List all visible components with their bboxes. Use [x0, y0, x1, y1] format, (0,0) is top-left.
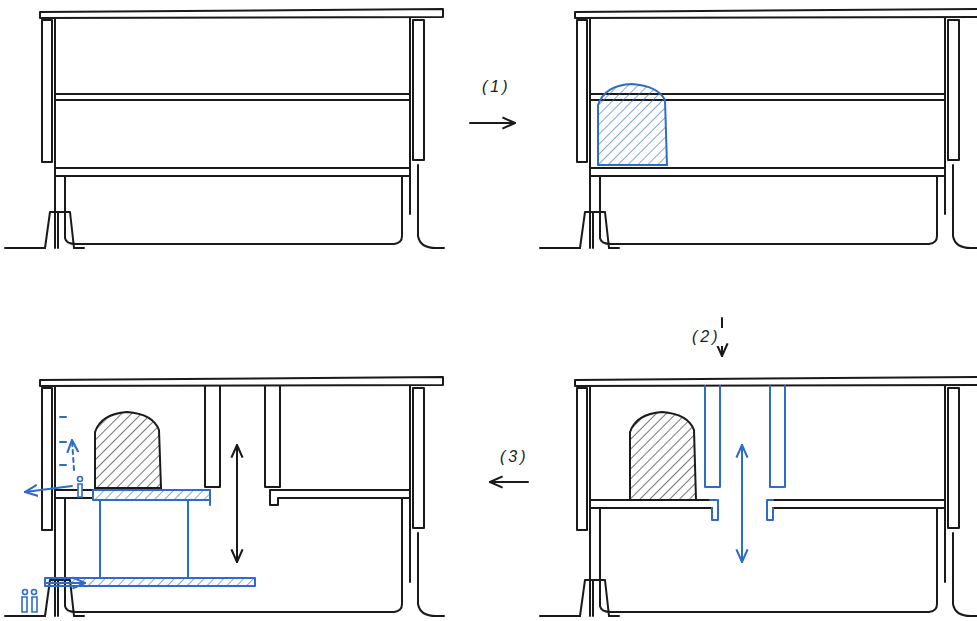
step-number: (1): [480, 78, 513, 96]
building-floors: [55, 94, 410, 244]
step-number: (2): [690, 328, 723, 346]
building-section: [5, 377, 444, 616]
step-number: (3): [498, 448, 531, 466]
new-shaft: [705, 386, 785, 562]
hatched-volume: [598, 84, 667, 165]
person-figures: [22, 477, 83, 613]
hatched-volume: [95, 412, 161, 488]
hatched-volume: [630, 412, 696, 500]
step-arrows: [470, 123, 722, 482]
new-insertion: [25, 417, 255, 586]
building-section: [5, 9, 444, 248]
building-section: [540, 9, 977, 248]
building-floors: [590, 500, 945, 612]
building-section: [540, 377, 977, 616]
